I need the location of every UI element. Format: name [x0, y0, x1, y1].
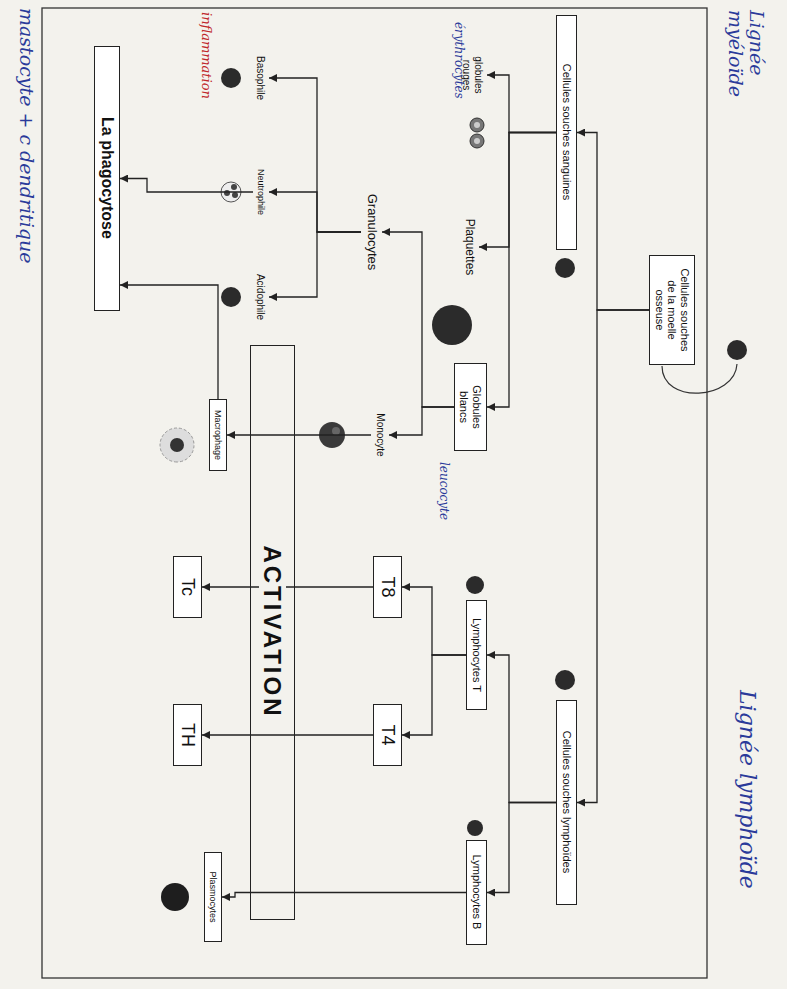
- red-cell: [470, 118, 484, 132]
- connector-arrow: [202, 586, 373, 587]
- cell-box: Lymphocytes B: [466, 840, 487, 945]
- connector-arrow: [222, 893, 466, 898]
- node-text: T8: [377, 563, 398, 611]
- node-text: Plaquettes: [462, 203, 476, 291]
- cell-box: Tc: [173, 556, 202, 618]
- red-cell-center: [474, 138, 480, 144]
- b-cell: [467, 820, 483, 836]
- node-text: Macrophage: [213, 406, 223, 464]
- node-text: Plasmocytes: [208, 859, 218, 935]
- neutrophil-lobe: [232, 192, 238, 198]
- blood-stem-cell: [555, 258, 575, 278]
- handwritten-note: mastocyte + c dendritique: [16, 8, 37, 348]
- plasmocyte-cell: [161, 883, 189, 911]
- handwritten-note: Lignée myéloïde: [725, 10, 767, 140]
- lymphoid-stem-cell: [555, 670, 575, 690]
- cell-box: T8: [373, 556, 402, 618]
- lineage-box: Cellules souches lymphoïdes: [556, 700, 577, 905]
- frame: [42, 8, 707, 978]
- connector-arrow: [202, 734, 373, 735]
- cell-label: Neutrophile: [253, 156, 269, 228]
- node-text: Monocyte: [375, 409, 387, 461]
- white-cell: [432, 305, 472, 345]
- monocyte-texture: [332, 427, 340, 435]
- connector-arrow: [269, 232, 361, 297]
- cell-box: Plasmocytes: [204, 852, 222, 942]
- node-text: T4: [377, 711, 398, 759]
- handwritten-note: leucocyte: [437, 462, 450, 542]
- stem-cell: [727, 340, 747, 360]
- neutrophil-lobe: [231, 184, 237, 190]
- connector-arrow: [120, 179, 253, 193]
- lineage-box: Cellules souches sanguines: [556, 15, 577, 250]
- stem-box: Cellules souches de la moelle osseuse: [649, 255, 695, 365]
- node-text: TH: [177, 711, 198, 759]
- connector-arrow: [382, 232, 454, 407]
- node-text: Granulocytes: [364, 183, 379, 281]
- cell-label: Basophile: [252, 42, 270, 114]
- node-text: Cellules souches sanguines: [560, 22, 573, 243]
- connector-arrow: [389, 407, 454, 435]
- cell-box: T4: [373, 704, 402, 766]
- activation-band: ACTIVATION: [250, 345, 295, 920]
- cell-box: TH: [173, 704, 202, 766]
- connector-arrow: [269, 192, 361, 232]
- cell-label: Plaquettes: [459, 197, 479, 297]
- cell-label: Granulocytes: [361, 177, 382, 287]
- basophil-cell: [221, 68, 241, 88]
- connector-arrow: [402, 587, 466, 655]
- handwritten-note: érythrocytes: [452, 22, 465, 122]
- macrophage-nucleus: [170, 438, 184, 452]
- connector-arrow: [402, 655, 466, 735]
- neutrophil-lobe: [224, 190, 230, 196]
- process-box: La phagocytose: [94, 46, 120, 311]
- connector-arrow: [577, 133, 649, 311]
- connector-arrow: [227, 434, 371, 435]
- cell-label: Acidophile: [252, 261, 270, 333]
- connector-arrow: [120, 285, 218, 399]
- cell-box: Globules blancs: [454, 363, 487, 451]
- acidophil-cell: [221, 287, 241, 307]
- macrophage-cell: [160, 428, 194, 462]
- node-text: Neutrophile: [256, 162, 266, 222]
- connector-arrow: [487, 803, 556, 893]
- connector-arrow: [487, 75, 556, 133]
- red-cell-center: [474, 122, 480, 128]
- node-text: Cellules souches de la moelle osseuse: [653, 262, 691, 358]
- node-text: Basophile: [255, 48, 267, 108]
- node-text: Cellules souches lymphoïdes: [560, 707, 573, 898]
- cell-box: Macrophage: [209, 399, 227, 471]
- connector-arrow: [487, 655, 556, 803]
- cell-box: Lymphocytes T: [466, 600, 487, 710]
- connector-arrow: [479, 133, 556, 248]
- node-text: ACTIVATION: [259, 540, 287, 723]
- connector-arrow: [577, 310, 649, 803]
- node-text: Tc: [177, 563, 198, 611]
- red-cell: [470, 134, 484, 148]
- connector-arrow: [487, 133, 556, 408]
- cell-label: Monocyte: [372, 403, 390, 467]
- node-text: Lymphocytes B: [470, 847, 483, 938]
- node-text: Globules blancs: [458, 370, 483, 444]
- handwritten-note: Lignée lymphoïde: [735, 690, 759, 960]
- connector-arrow: [269, 78, 361, 232]
- t-cell: [466, 576, 484, 594]
- node-text: Acidophile: [255, 267, 267, 327]
- handwritten-note: inflammation: [199, 12, 213, 122]
- node-text: Lymphocytes T: [470, 607, 483, 703]
- node-text: La phagocytose: [98, 53, 116, 304]
- stem-loop: [662, 364, 737, 393]
